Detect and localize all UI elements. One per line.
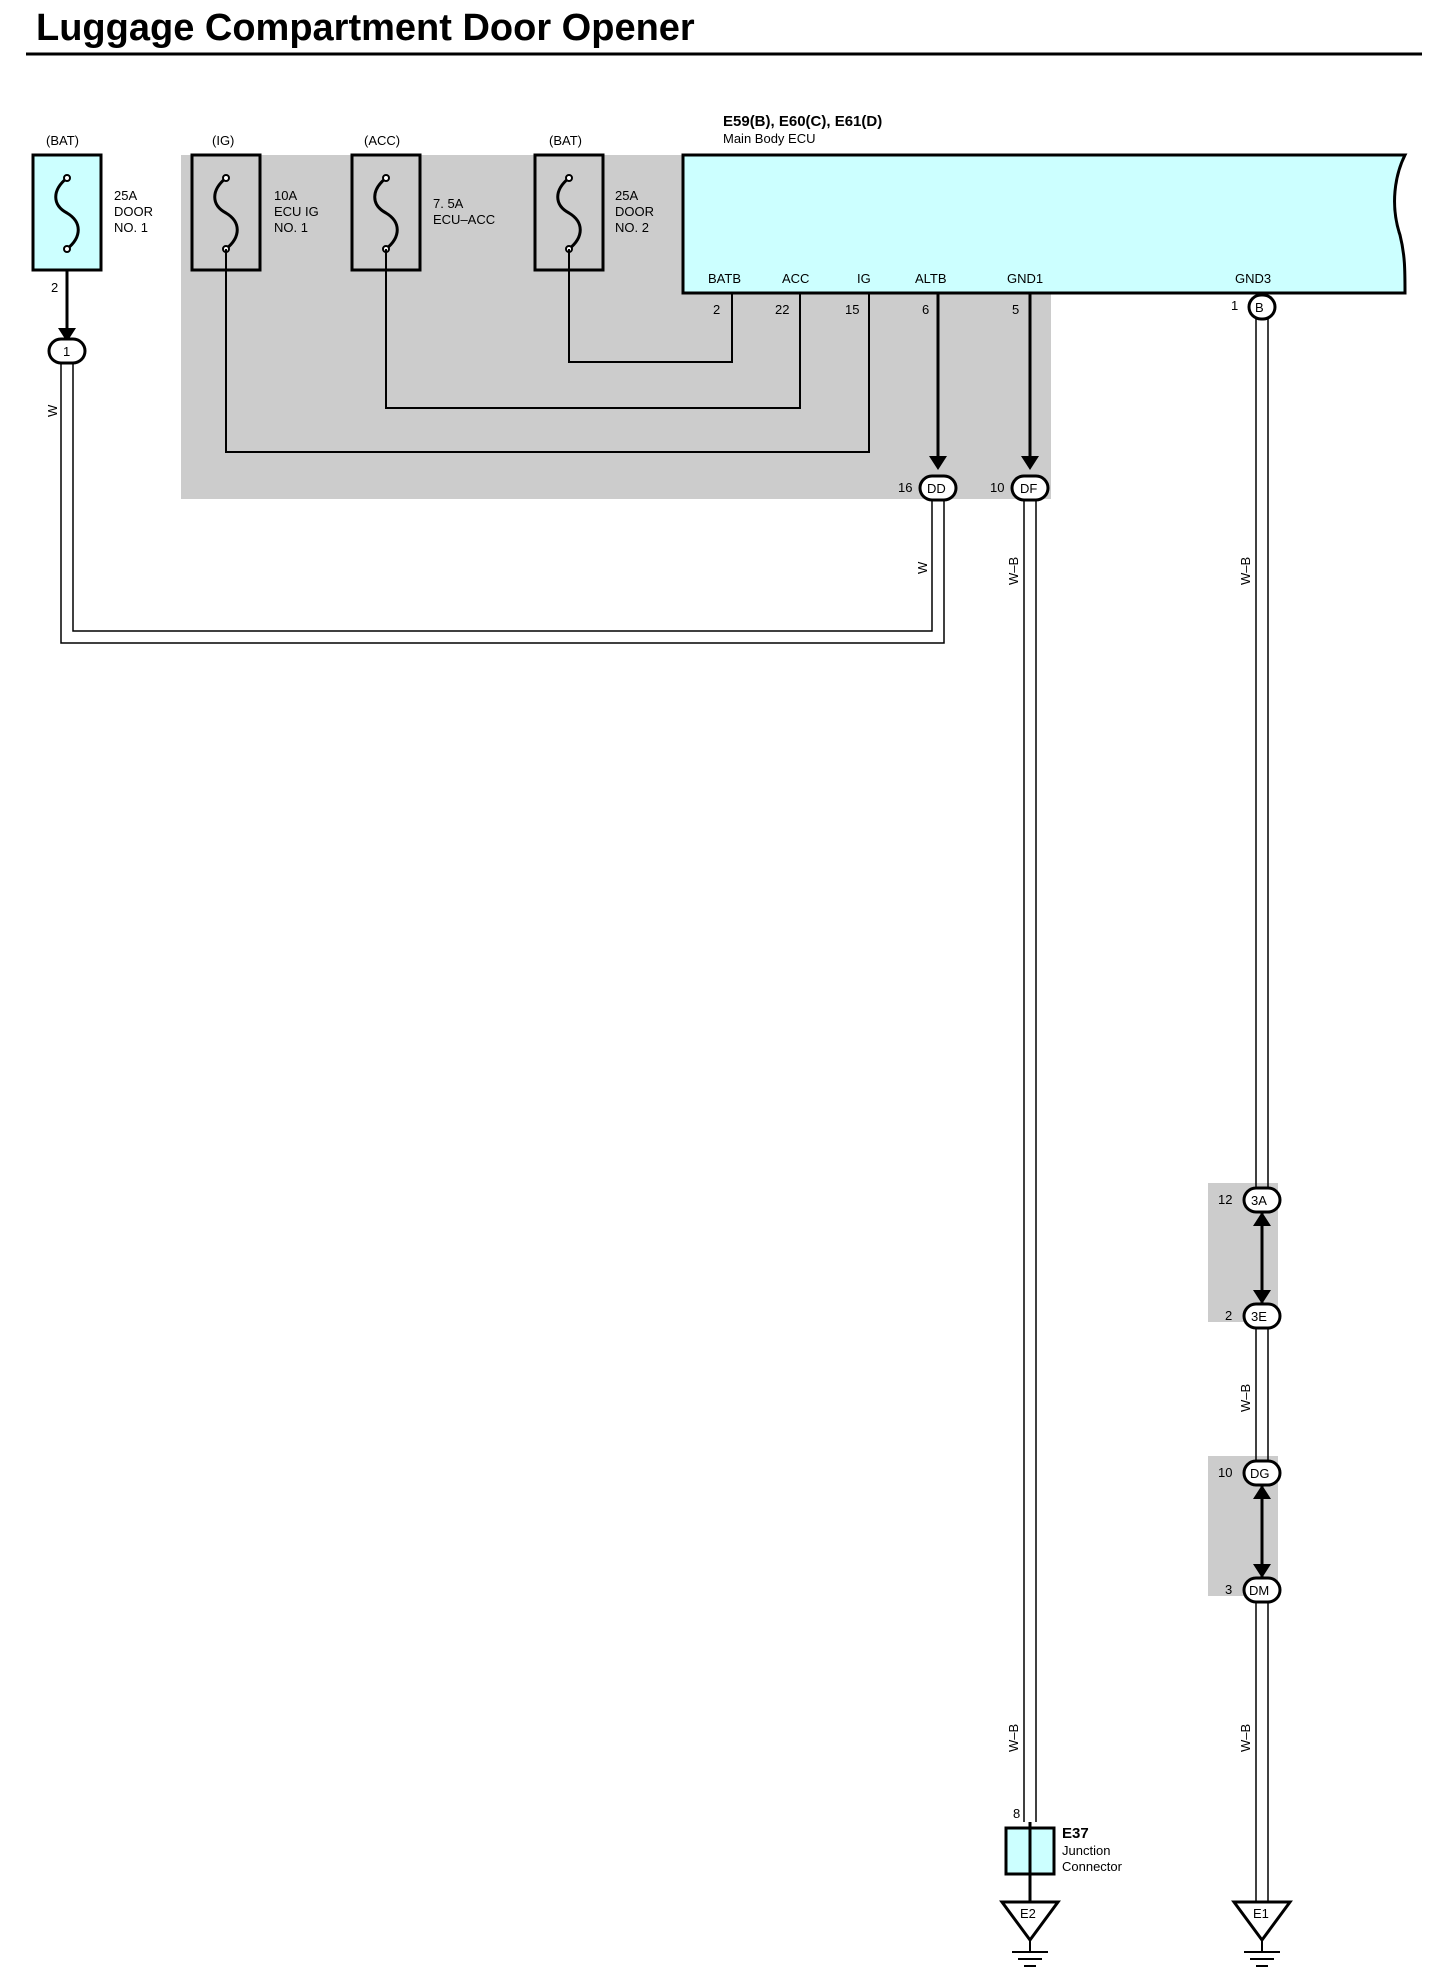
- 3a-id: 3A: [1251, 1193, 1267, 1208]
- wire-fuse4-batb: [568, 249, 733, 363]
- fuse3-element-icon: [373, 176, 399, 251]
- ecu-box: [681, 153, 1408, 295]
- dm-id: DM: [1249, 1583, 1269, 1598]
- ecu-terminal-gnd1: GND1: [1007, 271, 1043, 286]
- gnd1-arrow-icon: [1021, 456, 1039, 470]
- dg-pin: 10: [1218, 1465, 1232, 1480]
- e37-line1: Junction: [1062, 1843, 1110, 1858]
- internal-wiring: [225, 249, 870, 453]
- ecu-connectors-label: E59(B), E60(C), E61(D): [723, 113, 882, 130]
- fuse2-element-icon: [213, 176, 239, 251]
- e37-id: E37: [1062, 1825, 1089, 1842]
- wire-wb-gnd3: [1255, 319, 1269, 1902]
- ecu-pin-batb: 2: [713, 302, 720, 317]
- dm-pin: 3: [1225, 1582, 1232, 1597]
- ecu-pin-gnd1: 5: [1012, 302, 1019, 317]
- fuse2-source: (IG): [212, 133, 234, 148]
- wire-wb-label-5: W–B: [1238, 1724, 1253, 1752]
- fuse1-element-icon: [54, 176, 80, 251]
- ecu-terminal-batb: BATB: [708, 271, 741, 286]
- 3e-arrow-icon: [1253, 1290, 1271, 1304]
- dg-id: DG: [1250, 1466, 1270, 1481]
- wire-wb-label-1: W–B: [1006, 557, 1021, 585]
- fuse1-line3: NO. 1: [114, 220, 148, 235]
- fuse4-line2: DOOR: [615, 204, 654, 219]
- altb-arrow-icon: [929, 456, 947, 470]
- fuse3-line2: ECU–ACC: [433, 212, 495, 227]
- ground-e1-label: E1: [1253, 1906, 1269, 1921]
- ground-e2: E2: [999, 1900, 1061, 1967]
- ecu-terminal-gnd3: GND3: [1235, 271, 1271, 286]
- fuse1-line2: DOOR: [114, 204, 153, 219]
- wire-w-loop: [60, 363, 945, 644]
- fuse1-source: (BAT): [46, 133, 79, 148]
- fuse4-line3: NO. 2: [615, 220, 649, 235]
- fuse1-pin: 2: [51, 280, 58, 295]
- fuse3-line1: 7. 5A: [433, 196, 464, 211]
- ecu-terminal-altb: ALTB: [915, 271, 947, 286]
- ecu-pin-ig: 15: [845, 302, 859, 317]
- fuse4-line1: 25A: [615, 188, 638, 203]
- fuse1-line1: 25A: [114, 188, 137, 203]
- ground-e2-icon: [999, 1900, 1061, 1943]
- main-body-ecu: E59(B), E60(C), E61(D) Main Body ECU BAT…: [681, 113, 1408, 317]
- fuse-door-no1: (BAT) 25A DOOR NO. 1 2: [31, 133, 153, 295]
- fuse2-line1: 10A: [274, 188, 297, 203]
- fuse-door-no2: (BAT) 25A DOOR NO. 2: [533, 133, 654, 272]
- wire-w-label-left: W: [45, 404, 60, 417]
- ecu-pin-acc: 22: [775, 302, 789, 317]
- connector-dm: 3 DM: [1225, 1576, 1282, 1604]
- fuse4-element-icon: [556, 176, 582, 251]
- ground-e1-icon: [1231, 1900, 1293, 1943]
- df-id: DF: [1020, 481, 1037, 496]
- ecu-pin-altb: 6: [922, 302, 929, 317]
- conn1-label: 1: [63, 344, 70, 359]
- 3a-pin: 12: [1218, 1192, 1232, 1207]
- junction-connector-e37: 8 E37 Junction Connector: [1004, 1806, 1123, 1902]
- 3e-id: 3E: [1251, 1309, 1267, 1324]
- dm-arrow-icon: [1253, 1564, 1271, 1578]
- 3a-arrow-icon: [1253, 1212, 1271, 1226]
- ecu-pin-gnd3: 1: [1231, 298, 1238, 313]
- wire-fuse2-ig: [225, 249, 870, 453]
- page-title: Luggage Compartment Door Opener: [36, 7, 695, 49]
- fuse2-line3: NO. 1: [274, 220, 308, 235]
- connector-b: B: [1247, 293, 1277, 321]
- ecu-terminal-ig: IG: [857, 271, 871, 286]
- dd-id: DD: [927, 481, 946, 496]
- fuse3-source: (ACC): [364, 133, 400, 148]
- wire-wb-df: [1023, 500, 1037, 1822]
- wire-w-label-right: W: [915, 561, 930, 574]
- 3e-pin: 2: [1225, 1308, 1232, 1323]
- dg-arrow-icon: [1253, 1485, 1271, 1499]
- connector-1: 1: [47, 337, 87, 365]
- fuse4-source: (BAT): [549, 133, 582, 148]
- ground-e2-label: E2: [1020, 1906, 1036, 1921]
- b-id: B: [1255, 300, 1264, 315]
- e37-line2: Connector: [1062, 1859, 1123, 1874]
- wire-wb-label-3: W–B: [1238, 557, 1253, 585]
- fuse2-line2: ECU IG: [274, 204, 319, 219]
- df-pin: 10: [990, 480, 1004, 495]
- ground-e1: E1: [1231, 1900, 1293, 1967]
- dd-pin: 16: [898, 480, 912, 495]
- connector-dd: 16 DD: [898, 474, 958, 502]
- connector-3e: 2 3E: [1225, 1302, 1282, 1330]
- wire-fuse3-acc: [385, 249, 801, 409]
- ecu-terminal-acc: ACC: [782, 271, 809, 286]
- e37-pin: 8: [1013, 1806, 1020, 1821]
- connector-df: 10 DF: [990, 474, 1050, 502]
- ecu-name-label: Main Body ECU: [723, 131, 815, 146]
- wire-wb-label-4: W–B: [1238, 1384, 1253, 1412]
- wire-wb-label-2: W–B: [1006, 1724, 1021, 1752]
- fuse1-arrow-icon: [58, 328, 76, 342]
